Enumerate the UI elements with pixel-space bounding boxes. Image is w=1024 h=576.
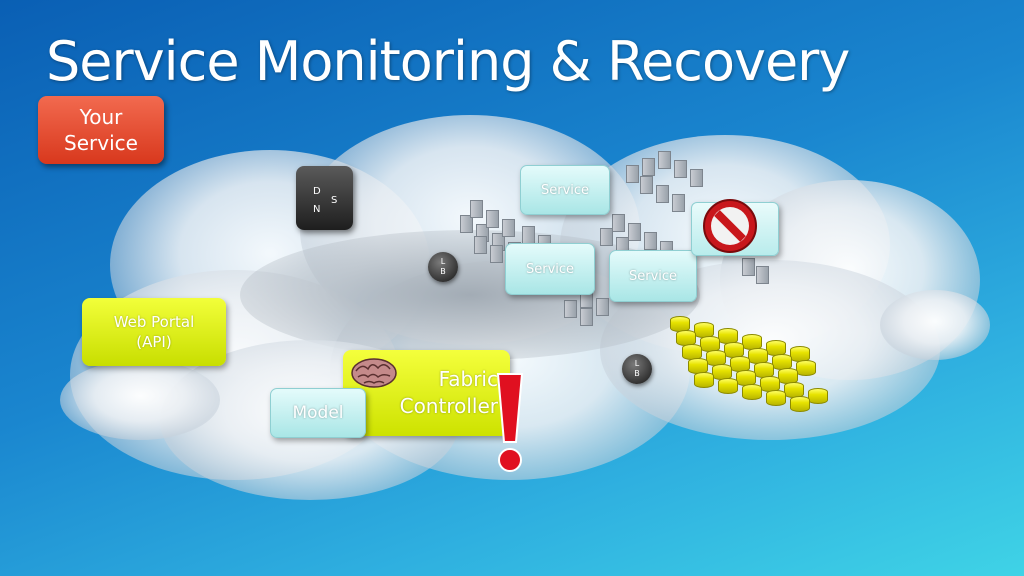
server-unit [628, 223, 641, 241]
service-tile-3: Service [609, 250, 697, 302]
storage-disk [790, 396, 810, 412]
your-service-label: Your Service [64, 105, 138, 155]
lb-2-line2: B [634, 369, 640, 378]
fabric-controller-line2: Controller [399, 394, 498, 418]
server-unit [674, 160, 687, 178]
dns-letter-d: D [313, 186, 321, 197]
service-tile-1: Service [520, 165, 610, 215]
load-balancer-2: L B [622, 354, 652, 384]
server-unit [642, 158, 655, 176]
server-unit [644, 232, 657, 250]
web-portal-sublabel: (API) [136, 333, 172, 351]
dns-node: D N S [296, 166, 353, 230]
web-portal-box: Web Portal (API) [82, 298, 226, 366]
server-unit [640, 176, 653, 194]
server-unit [474, 236, 487, 254]
server-unit [522, 226, 535, 244]
lb-2-line1: L [634, 359, 640, 369]
service-tile-2: Service [505, 243, 595, 295]
storage-disk [694, 372, 714, 388]
server-unit [486, 210, 499, 228]
service-label-3: Service [628, 268, 678, 284]
exclamation-icon [496, 373, 524, 472]
page-title: Service Monitoring & Recovery [46, 30, 850, 93]
server-unit [672, 194, 685, 212]
dns-letter-n: N [313, 204, 321, 215]
server-unit [690, 169, 703, 187]
server-unit [656, 185, 669, 203]
server-unit [612, 214, 625, 232]
your-service-box: Your Service [38, 96, 164, 164]
storage-disk [766, 390, 786, 406]
web-portal-label: Web Portal [113, 312, 195, 331]
dns-letter-s: S [331, 195, 338, 206]
storage-disk [718, 378, 738, 394]
storage-disk [742, 384, 762, 400]
brain-icon [351, 358, 397, 388]
fabric-controller-line1: Fabric [438, 367, 498, 391]
lb-1-line1: L [440, 257, 446, 267]
server-unit [490, 245, 503, 263]
server-unit [564, 300, 577, 318]
server-unit [756, 266, 769, 284]
server-unit [460, 215, 473, 233]
server-unit [658, 151, 671, 169]
load-balancer-1: L B [428, 252, 458, 282]
server-unit [742, 258, 755, 276]
server-unit [626, 165, 639, 183]
server-unit [596, 298, 609, 316]
server-unit [600, 228, 613, 246]
lb-1-line2: B [440, 267, 446, 276]
service-label-2: Service [525, 261, 575, 277]
server-unit [470, 200, 483, 218]
storage-disk [808, 388, 828, 404]
server-unit [502, 219, 515, 237]
no-entry-icon [703, 199, 757, 253]
storage-disk [796, 360, 816, 376]
service-label-1: Service [540, 182, 590, 198]
server-unit [580, 308, 593, 326]
model-label: Model [292, 403, 344, 423]
model-box: Model [270, 388, 366, 438]
